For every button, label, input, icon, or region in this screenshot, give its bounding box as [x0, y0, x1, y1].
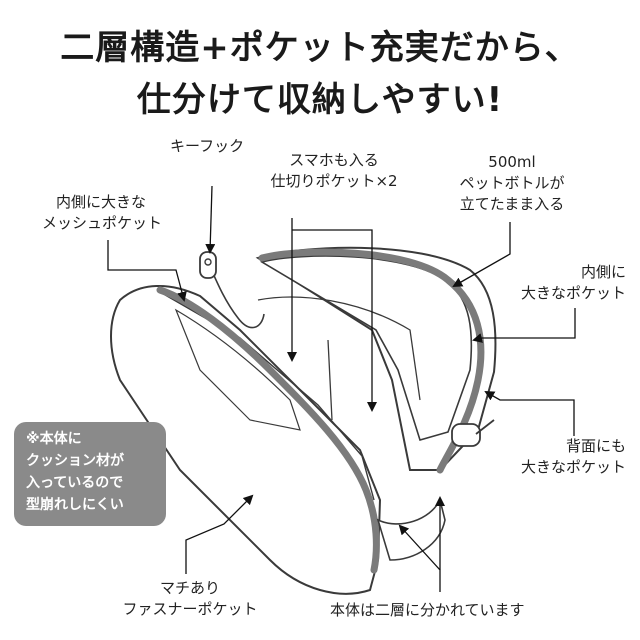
leader-smartphone-2 — [292, 229, 377, 412]
headline-line-2: 仕分けて収納しやすい! — [136, 80, 504, 120]
leader-gusset — [185, 494, 254, 574]
label-mesh-pocket: 内側に大きな メッシュポケット — [42, 193, 163, 232]
label-back-pocket: 背面にも 大きなポケット — [520, 437, 626, 476]
headline-line-1: 二層構造+ポケット充実だから、 — [60, 28, 580, 68]
inner-pocket-line — [257, 296, 421, 401]
leader-mesh — [107, 240, 187, 302]
key-hook-clip — [199, 251, 217, 279]
label-bottle: 500ml ペットボトルが 立てたまま入る — [459, 153, 565, 213]
leader-inner — [472, 308, 576, 343]
cushion-note: ※本体に クッション材が 入っているので 型崩れしにくい — [14, 422, 166, 526]
mesh-pocket — [174, 308, 301, 431]
side-buckle — [451, 423, 481, 447]
front-zipper — [156, 286, 380, 574]
strap-ring — [475, 419, 495, 435]
leader-bottle — [452, 222, 511, 287]
label-smartphone-pocket: スマホも入る 仕切りポケット×2 — [270, 151, 398, 190]
label-inner-pocket: 内側に 大きなポケット — [520, 263, 626, 302]
bag-bottom — [376, 497, 446, 561]
label-key-hook: キーフック — [170, 137, 245, 155]
label-two-layer: 本体は二層に分かれています — [330, 601, 525, 619]
label-gusset-pocket: マチあり ファスナーポケット — [122, 579, 258, 618]
key-hook-cord — [207, 261, 265, 329]
bag-front-flap — [110, 285, 382, 595]
leader-key-hook — [205, 185, 216, 254]
leader-back — [484, 391, 575, 436]
headline: 二層構造+ポケット充実だから、 仕分けて収納しやすい! — [0, 22, 640, 126]
